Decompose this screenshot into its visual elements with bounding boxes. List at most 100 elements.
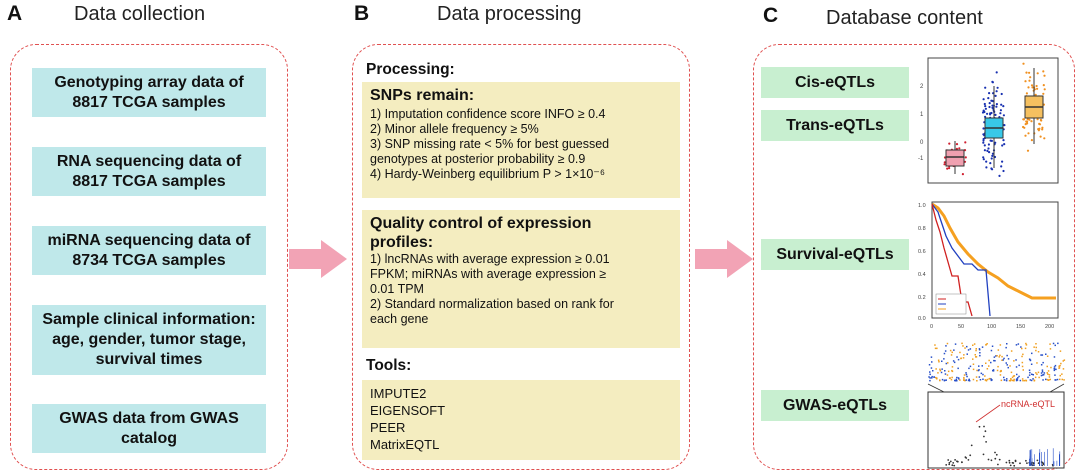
manhattan-point bbox=[1006, 378, 1008, 380]
manhattan-point bbox=[1020, 346, 1022, 348]
boxplot-point bbox=[1024, 80, 1027, 83]
boxplot-point bbox=[1041, 126, 1044, 129]
manhattan-point bbox=[1001, 359, 1003, 361]
tools-heading: Tools: bbox=[366, 357, 412, 374]
manhattan-point bbox=[968, 378, 970, 381]
boxplot-point bbox=[1000, 103, 1003, 106]
manhattan-point bbox=[1031, 373, 1033, 375]
survival-eqtls-label: Survival-eQTLs bbox=[761, 239, 909, 270]
manhattan-point bbox=[1016, 379, 1019, 381]
regional-point bbox=[951, 464, 954, 467]
manhattan-point bbox=[982, 378, 984, 380]
manhattan-point bbox=[1003, 379, 1006, 381]
manhattan-point bbox=[1005, 379, 1008, 382]
boxplot-point bbox=[984, 105, 987, 108]
boxplot-point bbox=[982, 127, 985, 130]
manhattan-point bbox=[951, 376, 953, 379]
regional-point bbox=[1025, 459, 1027, 462]
boxplot-point bbox=[987, 143, 990, 146]
manhattan-point bbox=[1029, 379, 1032, 381]
manhattan-point bbox=[1059, 378, 1061, 381]
snps-box: SNPs remain: 1) Imputation confidence sc… bbox=[362, 82, 680, 198]
boxplot-point bbox=[1031, 86, 1034, 89]
manhattan-point bbox=[1041, 354, 1044, 356]
boxplot-point bbox=[1026, 120, 1029, 123]
boxplot-point bbox=[1030, 139, 1033, 142]
ytick: 0 bbox=[920, 140, 924, 146]
manhattan-point bbox=[957, 358, 960, 361]
gwas-annotation: ncRNA-eQTL bbox=[1001, 399, 1055, 409]
manhattan-point bbox=[951, 370, 954, 373]
boxplot-point bbox=[1000, 92, 1003, 96]
boxplot-point bbox=[1002, 139, 1005, 142]
manhattan-point bbox=[975, 348, 977, 350]
boxplot-point bbox=[1043, 74, 1046, 77]
manhattan-point bbox=[985, 344, 987, 346]
gwas-eqtls-label: GWAS-eQTLs bbox=[761, 390, 909, 421]
manhattan-point bbox=[1042, 374, 1044, 376]
manhattan-point bbox=[941, 368, 943, 370]
manhattan-point bbox=[988, 359, 990, 362]
manhattan-point bbox=[975, 376, 978, 378]
ytick: 1.0 bbox=[918, 203, 926, 209]
boxplot-point bbox=[991, 152, 994, 155]
manhattan-point bbox=[943, 379, 946, 382]
manhattan-point bbox=[1007, 358, 1010, 360]
manhattan-point bbox=[966, 353, 968, 355]
manhattan-point bbox=[997, 365, 999, 368]
panel-letter-a: A bbox=[7, 2, 23, 25]
tools-box: IMPUTE2 EIGENSOFT PEER MatrixEQTL bbox=[362, 380, 680, 460]
regional-point bbox=[1012, 462, 1015, 464]
boxplot-point bbox=[1025, 92, 1028, 95]
manhattan-point bbox=[981, 346, 984, 348]
manhattan-point bbox=[996, 369, 999, 372]
manhattan-point bbox=[1012, 379, 1014, 382]
manhattan-point bbox=[1008, 379, 1011, 382]
manhattan-point bbox=[929, 371, 931, 373]
boxplot-point bbox=[1001, 160, 1004, 163]
arrow-right-icon bbox=[695, 240, 753, 278]
manhattan-point bbox=[1010, 378, 1012, 380]
regional-point bbox=[1026, 462, 1028, 464]
boxplot-point bbox=[983, 144, 986, 147]
ytick: -1 bbox=[918, 156, 924, 162]
manhattan-point bbox=[1059, 374, 1061, 377]
boxplot-point bbox=[943, 163, 946, 166]
manhattan-point bbox=[1054, 379, 1056, 381]
regional-point bbox=[948, 461, 951, 464]
manhattan-point bbox=[995, 355, 997, 357]
ytick: 2 bbox=[920, 84, 924, 90]
boxplot-point bbox=[982, 133, 985, 136]
regional-point bbox=[953, 464, 956, 467]
manhattan-point bbox=[985, 362, 987, 364]
regional-point bbox=[967, 459, 970, 461]
manhattan-point bbox=[993, 356, 996, 358]
manhattan-point bbox=[928, 376, 930, 378]
manhattan-point bbox=[981, 365, 983, 367]
regional-point bbox=[1008, 461, 1011, 464]
boxplot-point bbox=[1039, 135, 1042, 138]
manhattan-point bbox=[957, 377, 960, 379]
manhattan-point bbox=[972, 378, 975, 381]
boxplot-point bbox=[1002, 105, 1005, 108]
manhattan-point bbox=[944, 350, 947, 352]
boxplot-point bbox=[984, 86, 987, 89]
boxplot-point bbox=[982, 156, 985, 159]
manhattan-point bbox=[931, 361, 933, 363]
manhattan-point bbox=[941, 360, 943, 362]
eqtl-boxplot: 2 1 0 -1 bbox=[918, 57, 1059, 184]
manhattan-point bbox=[1031, 352, 1033, 355]
boxplot-point bbox=[983, 110, 986, 114]
boxplot-point bbox=[983, 102, 986, 106]
manhattan-point bbox=[1009, 380, 1012, 382]
manhattan-point bbox=[1046, 378, 1049, 381]
manhattan-point bbox=[961, 342, 963, 345]
boxplot-point bbox=[948, 167, 951, 170]
manhattan-point bbox=[1057, 342, 1059, 345]
manhattan-point bbox=[1040, 354, 1042, 356]
manhattan-point bbox=[1036, 373, 1038, 375]
boxplot-point bbox=[1024, 123, 1027, 126]
database-content-panel bbox=[753, 44, 1075, 470]
regional-point bbox=[949, 460, 952, 463]
